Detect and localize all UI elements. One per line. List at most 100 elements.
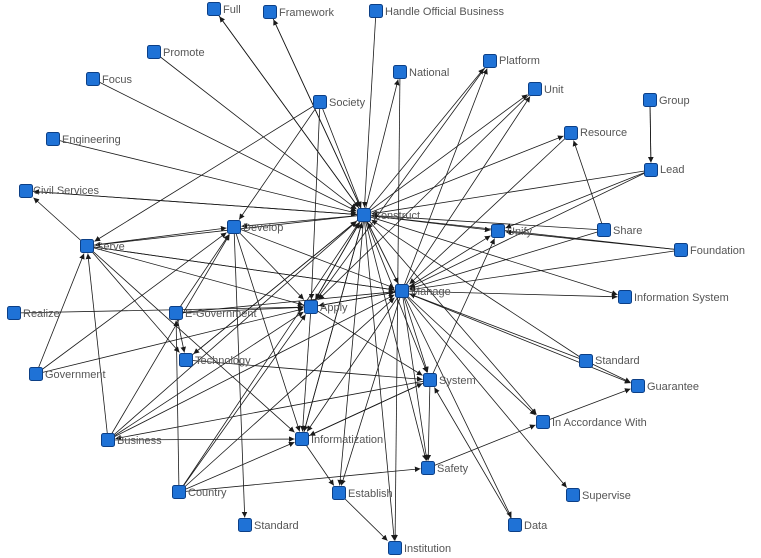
node-serve[interactable]: Serve [80,239,125,254]
node-box-realize[interactable] [7,306,21,320]
node-promote[interactable]: Promote [147,45,205,60]
node-full[interactable]: Full [207,2,241,17]
node-box-develop[interactable] [227,220,241,234]
node-country[interactable]: Country [172,485,228,500]
node-business[interactable]: Business [101,433,163,448]
edge-promote-to-construct [153,51,357,210]
node-label-unit: Unit [544,84,564,96]
node-accordance[interactable]: In Accordance With [536,415,647,430]
node-infosys[interactable]: Information System [618,290,729,305]
node-standard_r[interactable]: Standard [579,354,640,368]
node-box-foundation[interactable] [674,243,688,257]
node-label-civil: Civil Services [33,185,100,197]
node-box-supervise[interactable] [566,488,580,502]
edge-informatization-to-construct [301,222,364,440]
edge-egov-to-manage [175,289,395,314]
node-label-technology: Technology [195,355,251,367]
edge-country-to-egov [173,320,180,493]
node-box-informatization[interactable] [295,432,309,446]
edge-safety-to-accordance [427,424,536,469]
node-foundation[interactable]: Foundation [674,243,746,258]
node-box-technology[interactable] [179,353,193,367]
edge-construct-to-accordance [363,214,537,415]
node-box-country[interactable] [172,485,186,499]
node-safety[interactable]: Safety [421,461,469,476]
node-engineering[interactable]: Engineering [46,132,121,147]
node-share[interactable]: Share [597,223,643,238]
node-system[interactable]: System [423,373,476,388]
node-platform[interactable]: Platform [483,54,540,68]
node-label-serve: Serve [96,241,125,253]
node-national[interactable]: National [393,65,450,80]
node-focus[interactable]: Focus [86,72,133,87]
node-box-institution[interactable] [388,541,402,555]
node-box-civil[interactable] [19,184,33,198]
node-civil[interactable]: Civil Services [19,184,100,198]
node-manage[interactable]: Manage [395,284,451,299]
node-box-full[interactable] [207,2,221,16]
node-box-government[interactable] [29,367,43,381]
edge-business-to-manage [107,294,395,441]
node-box-egov[interactable] [169,306,183,320]
node-box-national[interactable] [393,65,407,79]
node-box-share[interactable] [597,223,611,237]
node-box-group[interactable] [643,93,657,107]
edge-foundation-to-manage [409,249,682,292]
node-box-lead[interactable] [644,163,658,177]
edge-country-to-informatization [178,441,295,493]
node-box-accordance[interactable] [536,415,550,429]
node-box-resource[interactable] [564,126,578,140]
node-box-establish[interactable] [332,486,346,500]
node-unify[interactable]: Unify [491,224,533,239]
node-box-engineering[interactable] [46,132,60,146]
node-box-guarantee[interactable] [631,379,645,393]
node-box-standard_r[interactable] [579,354,593,368]
node-box-construct[interactable] [357,208,371,222]
node-box-system[interactable] [423,373,437,387]
node-label-develop: Develop [243,222,283,234]
node-supervise[interactable]: Supervise [566,488,631,503]
node-box-platform[interactable] [483,54,497,68]
node-technology[interactable]: Technology [179,353,252,368]
node-box-data[interactable] [508,518,522,532]
node-box-infosys[interactable] [618,290,632,304]
node-box-safety[interactable] [421,461,435,475]
node-box-framework[interactable] [263,5,277,19]
edge-system-to-safety [425,379,432,461]
node-group[interactable]: Group [643,93,690,108]
node-box-standard_b[interactable] [238,518,252,532]
node-standard_b[interactable]: Standard [238,518,299,533]
node-handle[interactable]: Handle Official Business [369,4,505,19]
node-box-promote[interactable] [147,45,161,59]
node-box-serve[interactable] [80,239,94,253]
node-egov[interactable]: E-Government [169,306,257,321]
node-box-business[interactable] [101,433,115,447]
node-box-apply[interactable] [304,300,318,314]
node-label-group: Group [659,95,690,107]
edge-realize-to-apply [13,304,304,314]
node-construct[interactable]: Construct [357,208,421,223]
node-lead[interactable]: Lead [644,163,685,177]
node-apply[interactable]: Apply [304,300,349,315]
node-box-society[interactable] [313,95,327,109]
node-realize[interactable]: Realize [7,306,60,321]
edge-serve-to-develop [86,225,227,247]
node-box-handle[interactable] [369,4,383,18]
node-box-focus[interactable] [86,72,100,86]
edge-construct-to-civil [33,189,365,216]
node-unit[interactable]: Unit [528,82,564,97]
node-box-unit[interactable] [528,82,542,96]
node-society[interactable]: Society [313,95,366,110]
node-resource[interactable]: Resource [564,126,628,140]
node-institution[interactable]: Institution [388,541,452,556]
edge-serve-to-informatization [86,245,295,433]
node-establish[interactable]: Establish [332,486,393,501]
node-box-unify[interactable] [491,224,505,238]
node-government[interactable]: Government [29,367,106,382]
node-box-manage[interactable] [395,284,409,298]
node-guarantee[interactable]: Guarantee [631,379,699,394]
node-informatization[interactable]: Informatization [295,432,384,447]
node-data[interactable]: Data [508,518,549,533]
node-framework[interactable]: Framework [263,5,335,20]
node-develop[interactable]: Develop [227,220,284,235]
